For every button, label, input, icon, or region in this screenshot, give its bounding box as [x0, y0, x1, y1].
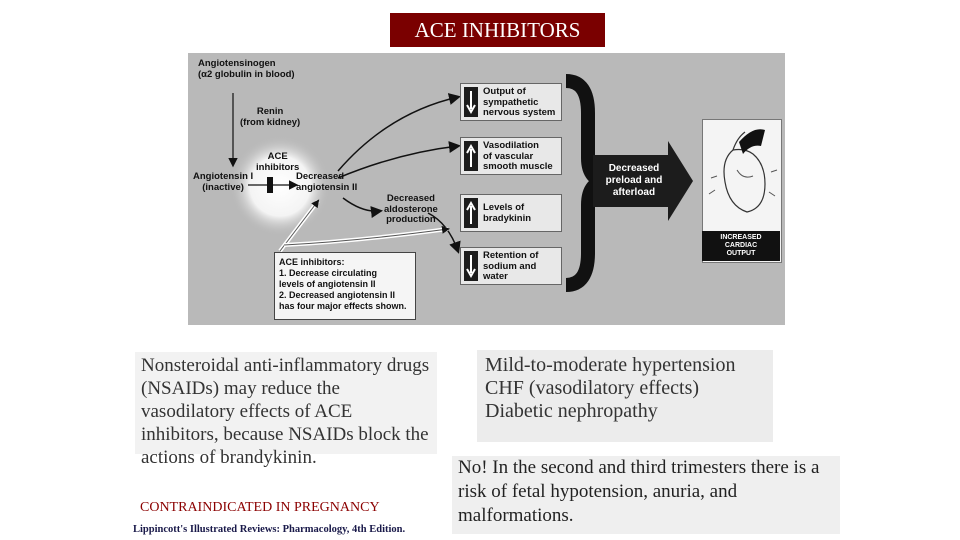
- angiotensinogen-label: Angiotensinogen (α2 globulin in blood): [198, 59, 295, 80]
- effect-box-sodium: Retention of sodium and water: [460, 247, 562, 285]
- pregnancy-note: No! In the second and third trimesters t…: [452, 456, 840, 534]
- renin-label: Renin (from kidney): [240, 107, 300, 128]
- up-arrow-icon: [464, 141, 478, 171]
- slide-title: ACE INHIBITORS: [390, 13, 605, 47]
- ace-note-box: ACE inhibitors: 1. Decrease circulating …: [274, 252, 416, 320]
- therapeutic-uses: Mild-to-moderate hypertension CHF (vasod…: [477, 350, 773, 442]
- effect-label: Levels of bradykinin: [483, 203, 531, 224]
- citation: Lippincott's Illustrated Reviews: Pharma…: [133, 524, 405, 535]
- decreased-aldosterone-label: Decreased aldosterone production: [384, 194, 438, 226]
- effect-label: Retention of sodium and water: [483, 251, 538, 283]
- effect-box-vasodilation: Vasodilation of vascular smooth muscle: [460, 137, 562, 175]
- effect-label: Output of sympathetic nervous system: [483, 87, 555, 119]
- result-label: Decreased preload and afterload: [598, 163, 670, 199]
- ace-mechanism-diagram: Angiotensinogen (α2 globulin in blood) R…: [188, 53, 785, 325]
- ace-inhibitors-label: ACE inhibitors: [256, 152, 299, 173]
- heart-icon: [703, 120, 781, 232]
- contraindication-label: CONTRAINDICATED IN PREGNANCY: [140, 500, 380, 516]
- angiotensin-i-label: Angiotensin I (inactive): [193, 172, 253, 193]
- use-item: Mild-to-moderate hypertension: [485, 354, 765, 377]
- use-item: CHF (vasodilatory effects): [485, 377, 765, 400]
- nsaid-note: Nonsteroidal anti-inflammatory drugs (NS…: [135, 352, 437, 454]
- ace-note-text: ACE inhibitors: 1. Decrease circulating …: [279, 257, 407, 312]
- up-arrow-icon: [464, 198, 478, 228]
- cardiac-output-label: INCREASED CARDIAC OUTPUT: [702, 231, 780, 261]
- decreased-angiotensin-ii-label: Decreased angiotensin II: [296, 172, 357, 193]
- use-item: Diabetic nephropathy: [485, 400, 765, 423]
- down-arrow-icon: [464, 251, 478, 281]
- down-arrow-icon: [464, 87, 478, 117]
- effect-label: Vasodilation of vascular smooth muscle: [483, 141, 553, 173]
- effect-box-bradykinin: Levels of bradykinin: [460, 194, 562, 232]
- effect-box-sympathetic: Output of sympathetic nervous system: [460, 83, 562, 121]
